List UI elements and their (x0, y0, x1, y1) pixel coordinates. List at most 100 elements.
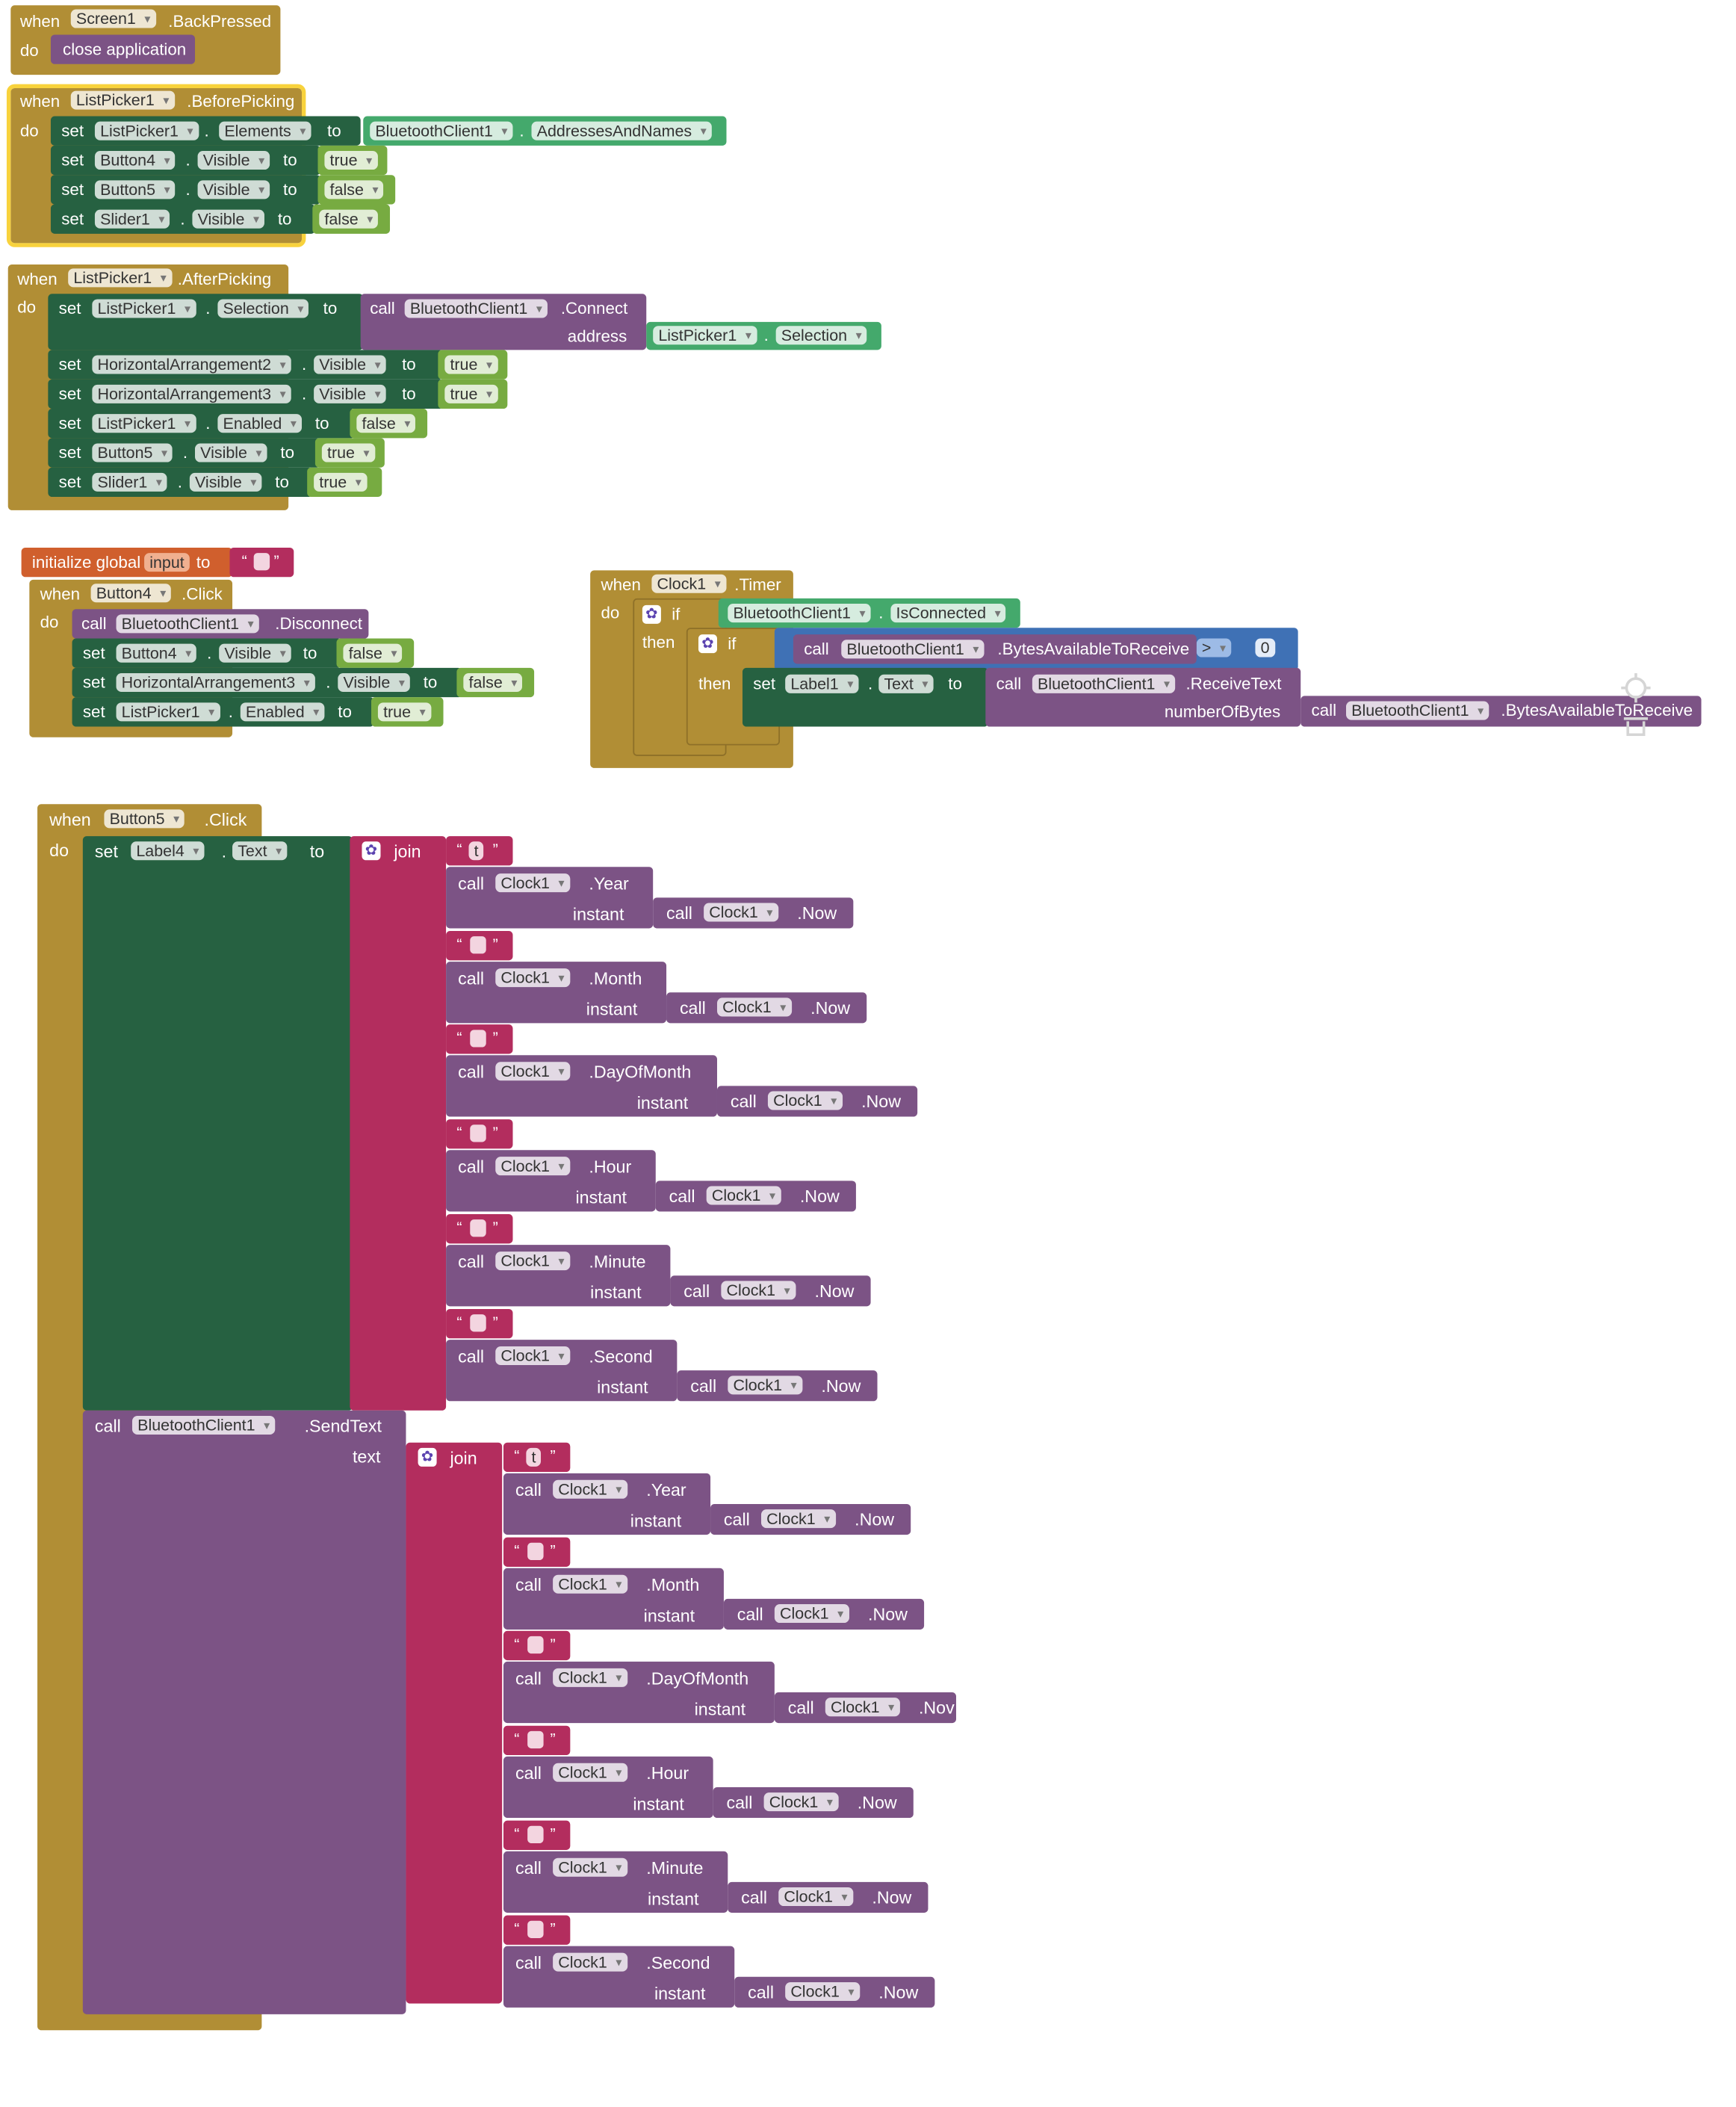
component-dropdown[interactable]: Button4 (116, 643, 197, 663)
component-dropdown[interactable]: Label1 (785, 674, 859, 693)
boolean-dropdown[interactable]: false (319, 209, 379, 229)
component-dropdown[interactable]: Clock1 (651, 574, 726, 593)
bluetoothclient1-addressesandnames[interactable]: BluetoothClient1 . AddressesAndNames (363, 116, 727, 146)
set-listpicker1-enabled[interactable]: set ListPicker1 . Enabled to (72, 697, 374, 727)
component-dropdown[interactable]: Slider1 (92, 472, 168, 492)
property-dropdown[interactable]: Visible (314, 384, 386, 403)
property-dropdown[interactable]: IsConnected (890, 604, 1006, 623)
component-dropdown[interactable]: BluetoothClient1 (370, 121, 513, 140)
boolean-dropdown[interactable]: false (324, 180, 384, 199)
component-dropdown[interactable]: Clock1 (706, 1186, 781, 1205)
set-label1-text[interactable]: set Label1 . Text to (742, 667, 988, 727)
component-dropdown[interactable]: Clock1 (716, 997, 792, 1016)
component-dropdown[interactable]: Clock1 (495, 1062, 570, 1081)
set-listpicker1-elements[interactable]: set ListPicker1 . Elements to (50, 116, 361, 146)
component-dropdown[interactable]: Clock1 (767, 1092, 843, 1111)
boolean-dropdown[interactable]: true (444, 355, 498, 374)
component-dropdown[interactable]: Clock1 (774, 1603, 849, 1623)
property-dropdown[interactable]: Enabled (217, 414, 303, 433)
set-button4-visible[interactable]: set Button4 . Visible to (72, 638, 342, 668)
boolean-dropdown[interactable]: true (321, 443, 375, 462)
property-dropdown[interactable]: Visible (192, 209, 265, 229)
component-dropdown[interactable]: Clock1 (760, 1509, 836, 1529)
set-horizontalarrangement3-visible[interactable]: set HorizontalArrangement3 . Visible to (72, 667, 462, 698)
text-field[interactable] (527, 1542, 544, 1560)
component-dropdown[interactable]: BluetoothClient1 (1032, 674, 1176, 693)
component-dropdown[interactable]: Button5 (94, 180, 176, 199)
text-string[interactable]: “” (446, 1119, 513, 1149)
text-string[interactable]: “t” (446, 836, 513, 866)
component-dropdown[interactable]: Clock1 (495, 873, 570, 893)
text-field[interactable] (470, 1314, 486, 1331)
text-field[interactable] (527, 1636, 544, 1654)
call-bluetoothclient1-disconnect[interactable]: call BluetoothClient1 .Disconnect (72, 609, 369, 639)
property-dropdown[interactable]: Text (878, 674, 934, 693)
logic-true[interactable]: true (438, 350, 508, 380)
property-dropdown[interactable]: Selection (217, 299, 309, 318)
call-bluetoothclient1-sendtext[interactable]: call BluetoothClient1 .SendText text (82, 1410, 406, 2014)
text-string[interactable]: “” (446, 1213, 513, 1243)
text-string[interactable]: “” (503, 1631, 571, 1661)
component-dropdown[interactable]: Clock1 (495, 968, 570, 987)
property-dropdown[interactable]: Visible (189, 472, 262, 492)
logic-true[interactable]: true (371, 697, 444, 727)
set-label4-text[interactable]: set Label4 . Text to (82, 836, 353, 1411)
logic-true[interactable]: true (307, 467, 382, 498)
component-dropdown[interactable]: Clock1 (778, 1887, 853, 1906)
text-field[interactable] (253, 553, 270, 571)
component-dropdown[interactable]: Clock1 (704, 903, 778, 922)
text-string[interactable]: “” (503, 1725, 571, 1756)
set-button5-visible[interactable]: set Button5 . Visible to (50, 175, 321, 205)
logic-true[interactable]: true (317, 145, 388, 176)
initialize-global-input[interactable]: initialize global input to (21, 547, 233, 578)
property-dropdown[interactable]: Elements (219, 121, 311, 140)
property-dropdown[interactable]: Enabled (240, 702, 325, 722)
text-field[interactable] (527, 1919, 544, 1938)
component-dropdown[interactable]: Clock1 (553, 1479, 627, 1499)
call-bluetoothclient1-connect[interactable]: call BluetoothClient1 .Connect address (360, 294, 647, 350)
logic-false[interactable]: false (312, 204, 391, 234)
join-block[interactable]: ✿ join (406, 1442, 503, 2004)
component-dropdown[interactable]: Clock1 (553, 1952, 627, 1971)
set-listpicker1-enabled[interactable]: set ListPicker1 . Enabled to (48, 409, 356, 439)
component-dropdown[interactable]: HorizontalArrangement3 (116, 673, 316, 693)
bluetoothclient1-isconnected[interactable]: BluetoothClient1 . IsConnected (718, 598, 1020, 628)
component-dropdown[interactable]: ListPicker1 (68, 268, 173, 288)
component-dropdown[interactable]: ListPicker1 (116, 702, 220, 722)
text-field[interactable] (527, 1731, 544, 1749)
operator-dropdown[interactable]: > (1196, 638, 1232, 658)
logic-false[interactable]: false (317, 175, 396, 205)
component-dropdown[interactable]: Clock1 (785, 1981, 860, 2001)
number-field[interactable]: 0 (1255, 638, 1275, 658)
component-dropdown[interactable]: Clock1 (553, 1668, 627, 1688)
component-dropdown[interactable]: Clock1 (553, 1857, 627, 1877)
component-dropdown[interactable]: Label4 (131, 841, 205, 861)
text-field[interactable] (470, 935, 486, 953)
component-dropdown[interactable]: Clock1 (763, 1792, 839, 1812)
text-field[interactable]: t (526, 1447, 542, 1467)
property-dropdown[interactable]: Visible (219, 643, 291, 663)
component-dropdown[interactable]: Button4 (90, 584, 172, 603)
property-dropdown[interactable]: Visible (338, 673, 411, 693)
component-dropdown[interactable]: Clock1 (553, 1763, 627, 1782)
set-slider1-visible[interactable]: set Slider1 . Visible to (48, 467, 313, 498)
boolean-dropdown[interactable]: true (324, 151, 378, 170)
property-dropdown[interactable]: Selection (775, 326, 867, 345)
component-dropdown[interactable]: BluetoothClient1 (116, 614, 259, 634)
